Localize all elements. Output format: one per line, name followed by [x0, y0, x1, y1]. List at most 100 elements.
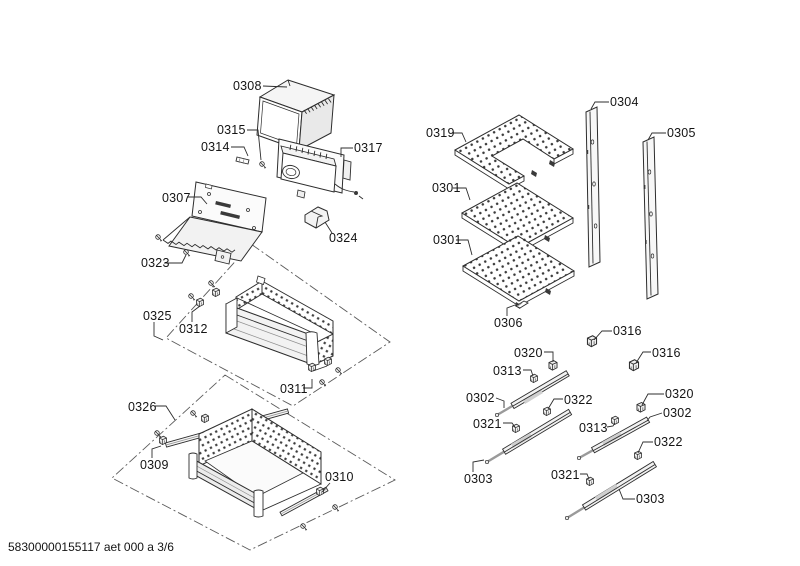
- part-label-0303-32: 0303: [636, 492, 665, 506]
- part-label-0307-4: 0307: [162, 191, 191, 205]
- part-label-0326-10: 0326: [128, 400, 157, 414]
- leader-line-0313-22: [523, 369, 534, 377]
- leader-line-0310-12: [321, 482, 331, 493]
- part-label-0321-31: 0321: [551, 468, 580, 482]
- shelf-0301-b-drawing: [462, 235, 575, 309]
- part-label-0325-7: 0325: [143, 309, 172, 323]
- leader-line-0325-7: [153, 322, 164, 341]
- clip-0313-a-drawing: [530, 373, 538, 384]
- leader-line-0303-26: [472, 459, 485, 472]
- part-label-0315-1: 0315: [217, 123, 246, 137]
- part-label-0320-21: 0320: [514, 346, 543, 360]
- part-label-0322-30: 0322: [654, 435, 683, 449]
- part-label-0301-15: 0301: [433, 233, 462, 247]
- shelf-0319-drawing: [454, 114, 574, 190]
- screw-0310-a-drawing: [332, 504, 340, 513]
- part-label-0302-23: 0302: [466, 391, 495, 405]
- leader-line-0311-9: [303, 379, 313, 389]
- leader-line-0304-16: [590, 101, 609, 110]
- clip-0309-a-drawing: [159, 435, 167, 446]
- leader-line-0303-32: [618, 488, 635, 500]
- ice-container-0308-drawing: [256, 79, 336, 151]
- screw-0312-b-drawing: [188, 293, 196, 302]
- leader-line-0314-2: [231, 146, 249, 157]
- part-label-0304-16: 0304: [610, 95, 639, 109]
- leader-line-0301-14: [453, 187, 471, 201]
- clip-0321-b-drawing: [586, 476, 594, 487]
- group-outline-0326: [111, 374, 396, 551]
- screw-0310-b-drawing: [300, 523, 308, 532]
- leader-line-0322-30: [637, 441, 653, 454]
- clip-0312-a-drawing: [196, 297, 204, 308]
- clip-0311-a-drawing: [308, 362, 316, 373]
- leader-line-0321-31: [580, 473, 590, 480]
- leader-line-0316-19: [593, 330, 612, 341]
- support-bracket-0307-drawing: [162, 181, 267, 265]
- strip-0306-drawing: [515, 300, 529, 309]
- part-label-0314-2: 0314: [201, 140, 230, 154]
- part-label-0316-20: 0316: [652, 346, 681, 360]
- leader-line-0302-23: [495, 397, 505, 408]
- leader-line-0306-18: [506, 304, 516, 316]
- leader-line-0315-1: [247, 129, 262, 161]
- leader-line-0301-15: [456, 239, 473, 256]
- part-label-0324-6: 0324: [329, 231, 358, 245]
- clip-link-0311: [312, 365, 328, 372]
- rail-0305-drawing: [642, 136, 659, 300]
- part-label-0306-18: 0306: [494, 316, 523, 330]
- part-label-0312-8: 0312: [179, 322, 208, 336]
- leader-line-0307-4: [187, 196, 208, 205]
- clip-0316-a-drawing: [586, 335, 598, 348]
- screw-0323-b-drawing: [183, 249, 191, 258]
- leader-line-0312-8: [191, 305, 201, 322]
- screw-0323-a-drawing: [155, 234, 163, 243]
- part-label-0317-3: 0317: [354, 141, 383, 155]
- part-label-0323-5: 0323: [141, 256, 170, 270]
- telescopic-rail-0302-a-drawing: [494, 370, 570, 418]
- leader-line-0321-25: [503, 422, 516, 428]
- corner-bracket-0324-drawing: [304, 206, 330, 229]
- part-label-0319-13: 0319: [426, 126, 455, 140]
- upper-drawer-frame-drawing: [225, 275, 334, 367]
- telescopic-rail-0303-b-drawing: [564, 460, 658, 521]
- part-label-0308-0: 0308: [233, 79, 262, 93]
- part-label-0316-19: 0316: [613, 324, 642, 338]
- group-outline-0325: [165, 243, 391, 407]
- part-label-0321-25: 0321: [473, 417, 502, 431]
- clip-0312-b-drawing: [212, 287, 220, 298]
- screw-0311-b-drawing: [319, 379, 327, 388]
- fixing-strip-0314-drawing: [235, 156, 250, 165]
- part-label-0313-29: 0313: [579, 421, 608, 435]
- leader-line-0302-28: [646, 412, 663, 422]
- leader-line-0319-13: [452, 132, 467, 143]
- part-label-0301-14: 0301: [432, 181, 461, 195]
- leader-line-0320-27: [641, 393, 664, 406]
- leader-line-0317-3: [340, 147, 353, 157]
- telescopic-rail-0303-a-drawing: [484, 408, 573, 465]
- part-label-0310-12: 0310: [325, 470, 354, 484]
- screw-0311-a-drawing: [335, 367, 343, 376]
- lower-drawer-bin-drawing: [188, 408, 322, 518]
- screw-0315-drawing: [259, 161, 267, 170]
- leader-line-0316-20: [635, 351, 651, 364]
- ice-maker-0317-drawing: [276, 138, 364, 200]
- part-label-0305-17: 0305: [667, 126, 696, 140]
- leader-line-0326-10: [155, 405, 176, 421]
- part-labels-layer: 0308 0315 0314 0317 0307 0323 0324 0325 0312 0311…: [128, 79, 696, 506]
- leader-line-0308-0: [262, 85, 288, 88]
- part-label-0309-11: 0309: [140, 458, 169, 472]
- leader-line-0320-21: [544, 351, 554, 362]
- part-label-0303-26: 0303: [464, 472, 493, 486]
- clip-0311-b-drawing: [324, 356, 332, 367]
- clip-0309-b-drawing: [201, 413, 209, 424]
- part-label-0322-24: 0322: [564, 393, 593, 407]
- clip-0322-a-drawing: [543, 406, 551, 417]
- leader-line-0309-11: [151, 445, 162, 458]
- telescopic-rail-0302-b-drawing: [576, 416, 651, 461]
- part-label-0311-9: 0311: [280, 382, 308, 396]
- clip-0320-b-drawing: [636, 402, 646, 413]
- leader-line-0322-24: [547, 398, 563, 410]
- rail-0304-drawing: [585, 106, 601, 268]
- part-label-0302-28: 0302: [663, 406, 692, 420]
